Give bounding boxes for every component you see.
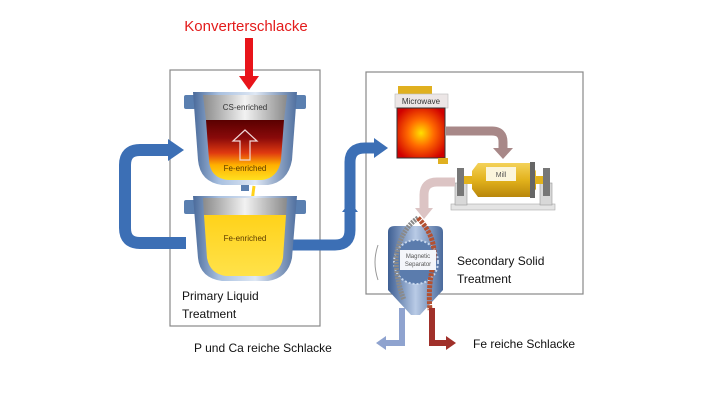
right-output-label: Fe reiche Schlacke xyxy=(473,337,575,351)
secondary-stage-label-line1: Secondary Solid xyxy=(457,254,544,268)
secondary-stage-label-line2: Treatment xyxy=(457,272,512,286)
microwave-to-mill-arrow xyxy=(446,126,508,150)
primary-stage-label-line1: Primary Liquid xyxy=(182,289,259,303)
left-output-arrow xyxy=(384,308,405,346)
upper-ladle xyxy=(184,92,306,191)
transfer-arrow-mid-head xyxy=(342,202,358,212)
microwave xyxy=(394,86,449,164)
magnetic-separator xyxy=(374,215,443,315)
mill xyxy=(450,162,556,211)
transfer-arrowhead xyxy=(374,138,388,158)
right-output-arrow xyxy=(429,308,448,346)
input-arrow xyxy=(239,38,259,90)
transfer-arrow xyxy=(288,142,376,251)
recirculation-arrow xyxy=(119,144,186,249)
lower-ladle xyxy=(184,196,306,281)
lower-ladle-label: Fe-enriched xyxy=(224,234,267,243)
microwave-label: Microwave xyxy=(402,97,441,106)
upper-ladle-top-label: CS-enriched xyxy=(223,103,267,112)
secondary-stage-frame xyxy=(365,71,584,295)
separator-label-line2: Separator xyxy=(405,262,431,268)
recirculation-arrowhead xyxy=(168,139,184,161)
left-output-arrowhead xyxy=(376,336,386,350)
upper-ladle-bottom-label: Fe-enriched xyxy=(224,164,267,173)
microwave-to-mill-arrowhead xyxy=(493,148,513,159)
left-output-label: P und Ca reiche Schlacke xyxy=(194,341,332,355)
input-label: Konverterschlacke xyxy=(184,18,307,35)
mill-to-separator-arrow xyxy=(419,177,455,212)
mill-to-separator-arrowhead xyxy=(415,208,433,219)
mill-label: Mill xyxy=(496,172,507,179)
right-output-arrowhead xyxy=(446,336,456,350)
primary-stage-label-line2: Treatment xyxy=(182,307,237,321)
separator-label-line1: Magnetic xyxy=(406,254,430,260)
